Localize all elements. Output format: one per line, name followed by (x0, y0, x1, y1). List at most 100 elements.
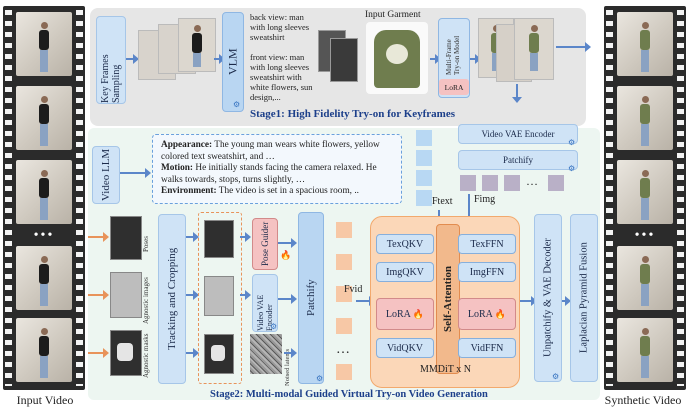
patchify-top: Patchify (458, 150, 578, 170)
gear-icon: ⚙ (568, 138, 575, 147)
text-token (416, 150, 432, 166)
imgffn-block: ImgFFN (458, 262, 516, 282)
video-token (336, 318, 352, 334)
gear-icon: ⚙ (316, 374, 323, 383)
video-frame (16, 160, 72, 224)
arrow (356, 300, 370, 302)
video-frame (16, 246, 72, 310)
image-token (504, 175, 520, 191)
video-token-ellipsis: … (336, 342, 350, 358)
arrow (278, 298, 292, 300)
unpatchify-block: Unpatchify & VAE Decoder (534, 214, 562, 382)
key-frames-sampling-block: Key Frames Sampling (96, 16, 126, 104)
video-token (336, 364, 352, 380)
keyframe-thumb (178, 18, 216, 72)
fvid-label: Fvid (344, 284, 362, 295)
video-frame (16, 86, 72, 150)
arrow (88, 294, 104, 296)
unpatchify-label: Unpatchify & VAE Decoder (543, 239, 554, 358)
environment-key: Environment: (161, 186, 217, 196)
texffn-block: TexFFN (458, 234, 516, 254)
video-frame (617, 318, 673, 382)
agnostic-image (110, 272, 142, 318)
arrow (470, 58, 476, 60)
video-vae-encoder-top: Video VAE Encoder (458, 124, 578, 144)
cropped-agnostic (204, 276, 234, 316)
front-view-text: front view: man with long sleeves sweats… (250, 52, 318, 102)
tracking-block: Tracking and Cropping (158, 214, 186, 384)
lora-label: LoRA (445, 83, 464, 92)
patchify-label: Patchify (305, 280, 317, 317)
laplacian-label: Laplacian Pyramid Fusion (579, 243, 590, 354)
cropped-mask (204, 334, 234, 374)
video-frame (617, 12, 673, 76)
arrow (520, 300, 532, 302)
fire-icon: 🔥 (495, 309, 506, 320)
try-on-model-label: Multi-Frame Try-on Model (445, 27, 461, 75)
text-token (416, 130, 432, 146)
vidffn-block: VidFFN (458, 338, 516, 358)
arrow (278, 242, 292, 244)
description-box: Appearance: The young man wears white fl… (152, 134, 402, 204)
try-on-model-block: Multi-Frame Try-on Model LoRA (438, 18, 470, 98)
arrow (214, 58, 220, 60)
motion-key: Motion: (161, 163, 193, 173)
pose-image (110, 216, 142, 260)
text-token (416, 190, 432, 206)
video-llm-block: Video LLM (92, 146, 120, 204)
text-token (416, 170, 432, 186)
arrow (556, 46, 586, 48)
key-frames-sampling-label: Key Frames Sampling (100, 17, 122, 103)
agnostic-images-label: Agnostic images (142, 268, 150, 324)
input-garment-image (366, 22, 428, 94)
synthetic-video-caption: Synthetic Video (596, 393, 690, 408)
arrow (284, 352, 292, 354)
input-video-film: ••• (3, 6, 85, 390)
video-frame (16, 12, 72, 76)
stage1-title: Stage1: High Fidelity Try-on for Keyfram… (250, 108, 455, 120)
arrow (120, 172, 146, 174)
lora-right-block: LoRA🔥 (458, 298, 516, 330)
image-token (460, 175, 476, 191)
arrow (516, 84, 518, 98)
tryon-output (514, 18, 554, 80)
noised-latents-label: Noised latents (284, 326, 291, 386)
patchify-block: Patchify (298, 212, 324, 384)
imgqkv-block: ImgQKV (376, 262, 434, 282)
synthetic-video-film: ••• (604, 6, 686, 390)
arrow (186, 352, 194, 354)
patchify-top-label: Patchify (503, 155, 533, 165)
ftext-label: Ftext (432, 196, 453, 207)
environment-text: The video is set in a spacious room, .. (219, 186, 359, 196)
video-frame (16, 318, 72, 382)
agnostic-mask (110, 330, 142, 376)
video-frame (617, 86, 673, 150)
tracking-label: Tracking and Cropping (166, 248, 178, 350)
fimg-label: Fimg (474, 194, 495, 205)
texqkv-block: TexQKV (376, 234, 434, 254)
arrow (126, 58, 134, 60)
garment-crop (330, 38, 358, 82)
arrow (88, 352, 104, 354)
arrow (240, 236, 246, 238)
gear-icon: ⚙ (568, 164, 575, 173)
video-frame (617, 246, 673, 310)
fire-icon: 🔥 (280, 250, 291, 261)
video-vae-encoder-top-label: Video VAE Encoder (481, 129, 554, 139)
stage2-title: Stage2: Multi-modal Guided Virtual Try-o… (210, 389, 488, 400)
video-token (336, 254, 352, 270)
vlm-block: VLM (222, 12, 244, 112)
arrow (240, 294, 246, 296)
noised-latents-image (250, 334, 282, 374)
pose-guider-block: Pose Guider (252, 218, 278, 270)
arrow (186, 236, 194, 238)
image-token (482, 175, 498, 191)
gear-icon: ⚙ (270, 322, 277, 331)
motion-text: He initially stands facing the camera re… (161, 163, 377, 185)
arrow (562, 300, 566, 302)
image-token (548, 175, 564, 191)
agnostic-masks-label: Agnostic masks (142, 330, 150, 378)
self-attention-label: Self-Attention (442, 266, 454, 332)
gear-icon: ⚙ (552, 372, 559, 381)
lora-left-block: LoRA🔥 (376, 298, 434, 330)
